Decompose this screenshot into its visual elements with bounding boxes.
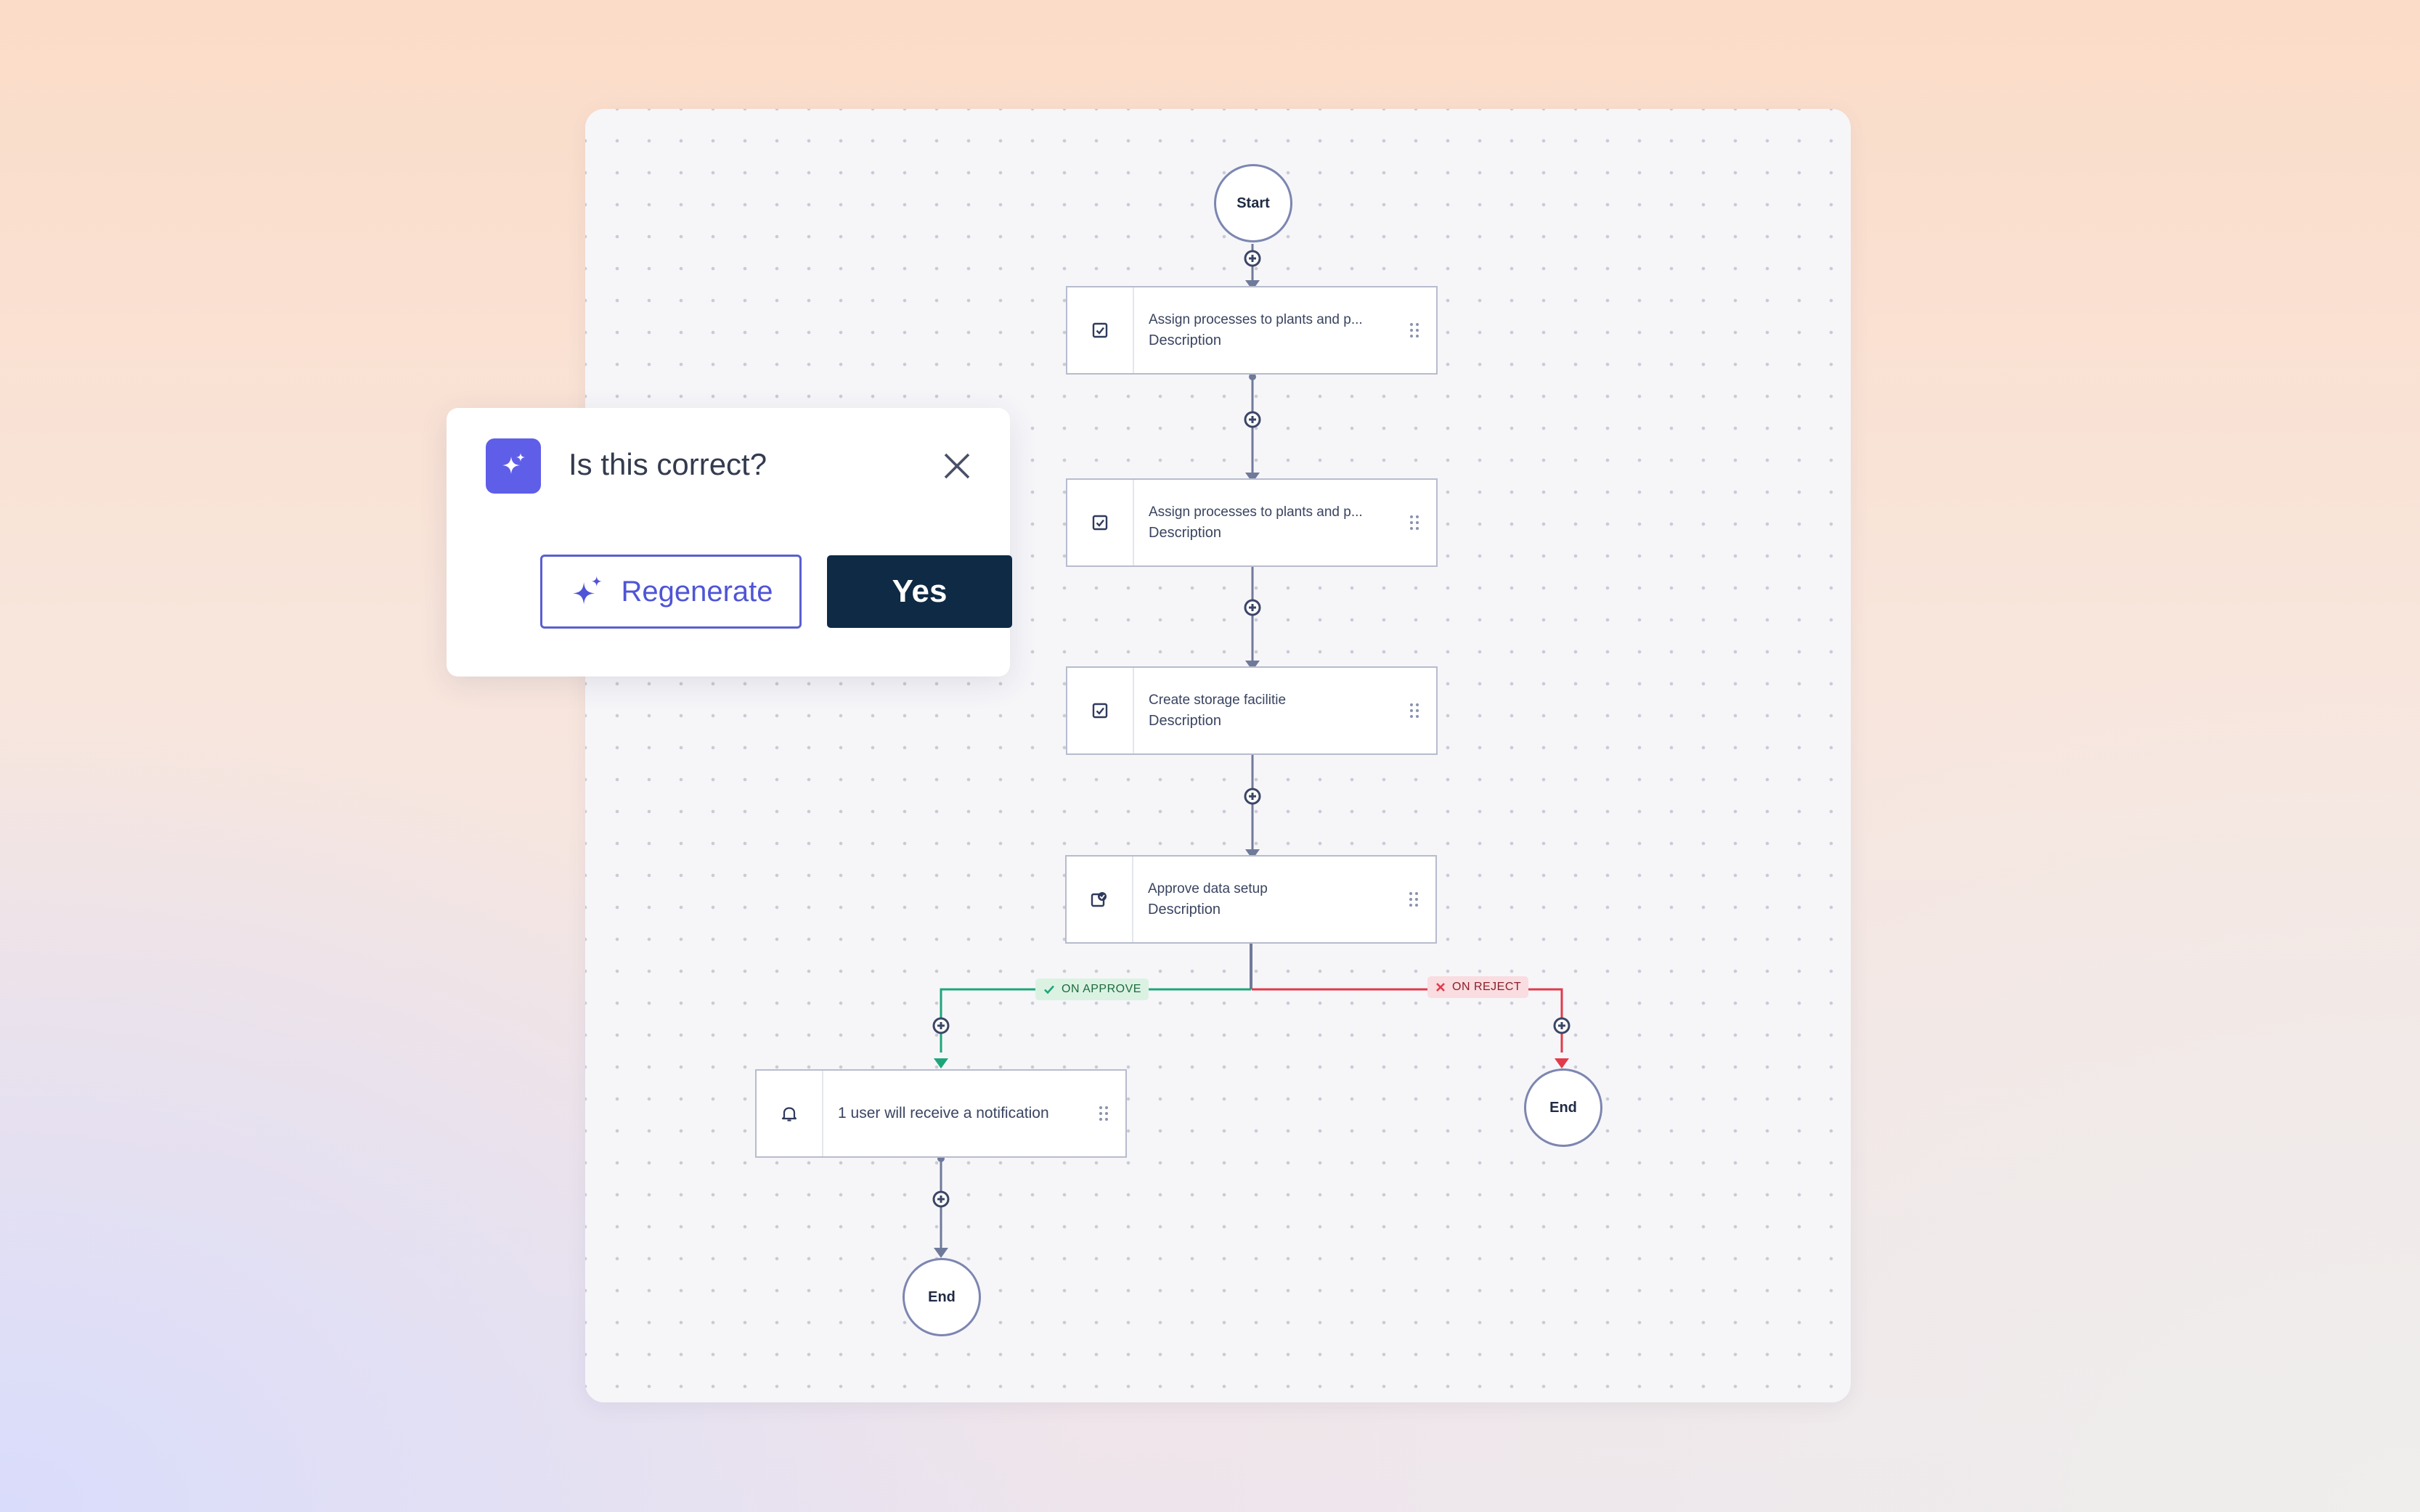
approval-node[interactable]: Approve data setup Description xyxy=(1065,855,1437,944)
yes-label: Yes xyxy=(892,573,948,609)
task-description: Description xyxy=(1149,712,1222,729)
drag-handle-icon[interactable] xyxy=(1392,891,1435,908)
workflow-canvas[interactable]: Start Assign processes to plants and p..… xyxy=(585,109,1851,1402)
on-reject-label: ON REJECT xyxy=(1427,976,1529,998)
task-description: Description xyxy=(1149,524,1222,541)
add-step-button[interactable] xyxy=(1244,599,1261,616)
end-label: End xyxy=(1549,1099,1577,1116)
task-node[interactable]: Create storage facilitie Description xyxy=(1066,666,1438,755)
drag-handle-icon[interactable] xyxy=(1082,1105,1125,1122)
start-label: Start xyxy=(1237,195,1270,211)
add-step-button[interactable] xyxy=(1244,250,1261,267)
on-approve-label: ON APPROVE xyxy=(1035,978,1149,1000)
notification-node[interactable]: 1 user will receive a notification xyxy=(755,1069,1127,1158)
task-title: Create storage facilitie xyxy=(1149,692,1287,708)
checkbox-icon xyxy=(1067,668,1134,753)
checkbox-icon xyxy=(1067,287,1134,373)
sparkle-icon xyxy=(573,576,603,605)
x-icon xyxy=(1436,983,1445,992)
task-node[interactable]: Assign processes to plants and p... Desc… xyxy=(1066,478,1438,567)
add-step-button[interactable] xyxy=(932,1190,950,1208)
close-icon[interactable] xyxy=(939,448,975,484)
ai-sparkle-icon xyxy=(486,438,541,494)
task-node[interactable]: Assign processes to plants and p... Desc… xyxy=(1066,286,1438,375)
add-step-button[interactable] xyxy=(1244,788,1261,805)
drag-handle-icon[interactable] xyxy=(1393,514,1436,531)
yes-button[interactable]: Yes xyxy=(827,555,1012,628)
bell-icon xyxy=(757,1071,823,1156)
approval-icon xyxy=(1067,857,1133,942)
end-node-approve[interactable]: End xyxy=(903,1258,981,1336)
task-title: Approve data setup xyxy=(1148,880,1268,896)
popup-title: Is this correct? xyxy=(569,447,767,481)
regenerate-label: Regenerate xyxy=(621,575,773,608)
add-step-button[interactable] xyxy=(932,1017,950,1034)
check-icon xyxy=(1044,985,1054,994)
add-step-button[interactable] xyxy=(1553,1017,1570,1034)
confirmation-popup: Is this correct? Regenerate Yes xyxy=(447,408,1012,677)
task-description: Description xyxy=(1148,901,1221,918)
task-title: 1 user will receive a notification xyxy=(838,1105,1049,1121)
drag-handle-icon[interactable] xyxy=(1393,322,1436,339)
end-label: End xyxy=(928,1288,956,1305)
task-title: Assign processes to plants and p... xyxy=(1149,504,1363,520)
task-description: Description xyxy=(1149,332,1222,348)
drag-handle-icon[interactable] xyxy=(1393,702,1436,719)
checkbox-icon xyxy=(1067,480,1134,565)
start-node[interactable]: Start xyxy=(1214,164,1292,242)
add-step-button[interactable] xyxy=(1244,411,1261,428)
end-node-reject[interactable]: End xyxy=(1524,1068,1602,1147)
task-title: Assign processes to plants and p... xyxy=(1149,311,1363,327)
regenerate-button[interactable]: Regenerate xyxy=(540,555,802,629)
